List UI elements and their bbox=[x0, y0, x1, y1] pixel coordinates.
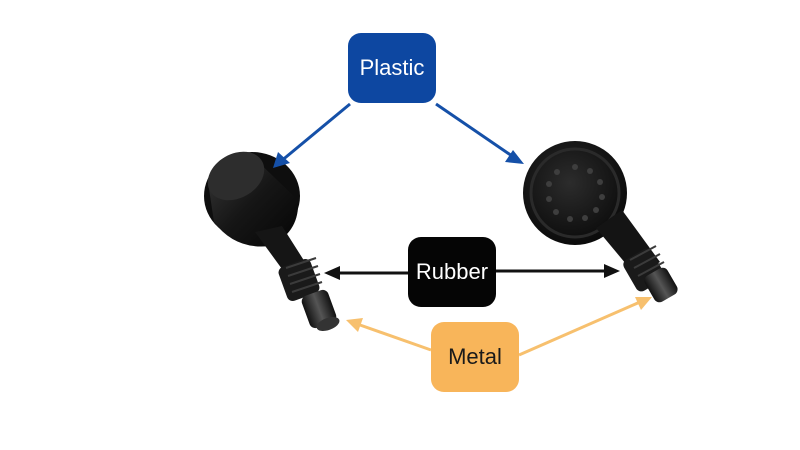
rubber-label: Rubber bbox=[415, 259, 489, 284]
metal-label-box: Metal bbox=[431, 322, 519, 392]
plastic-arrows bbox=[273, 102, 524, 168]
earpiece-left-image bbox=[204, 151, 340, 331]
metal-arrows bbox=[346, 297, 652, 357]
plastic-label-box: Plastic bbox=[348, 33, 436, 103]
earpiece-right-image bbox=[523, 141, 678, 303]
plastic-label: Plastic bbox=[359, 55, 425, 80]
metal-label: Metal bbox=[448, 344, 502, 369]
strain-relief-left bbox=[278, 257, 323, 302]
rubber-arrows bbox=[324, 264, 620, 280]
rubber-label-box: Rubber bbox=[408, 237, 496, 307]
